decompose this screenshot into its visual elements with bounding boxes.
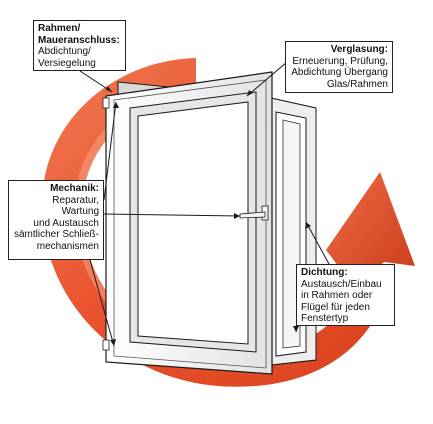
arrow-head [326, 172, 415, 288]
arrowhead-dichtung-top [305, 222, 311, 229]
leader-arrowheads [106, 86, 311, 346]
callout-mechanik-title: Mechanik: [50, 183, 99, 194]
callout-rahmen-title: Rahmen/ Maueranschluss: [38, 23, 120, 46]
leader-mechanik-handle [103, 213, 241, 217]
hinge-top [102, 97, 110, 109]
window-sash [102, 71, 273, 375]
leader-mechanik-bottom [89, 259, 115, 347]
callout-dichtung-body: Austausch/Einbau in Rahmen oder Flügel f… [301, 278, 382, 325]
callout-verglasung-title: Verglasung: [330, 44, 388, 55]
leader-mechanik-top [103, 101, 117, 201]
callout-verglasung: Verglasung: Erneuerung, Prüfung, Abdicht… [285, 41, 393, 93]
arrowhead-rahmen [106, 86, 112, 92]
glass-pane [137, 101, 249, 345]
callout-rahmen: Rahmen/ Maueranschluss: Abdichtung/ Vers… [33, 20, 126, 71]
leader-lines [79, 61, 330, 347]
arrowhead-mechanik-top [113, 102, 119, 108]
callout-mechanik: Mechanik: Reparatur, Wartung und Austaus… [8, 180, 104, 260]
window-handle [239, 205, 269, 221]
arrowhead-mechanik-bottom [110, 339, 116, 346]
circular-arrow [42, 58, 415, 387]
hinge-bottom [102, 339, 110, 351]
callout-verglasung-body: Erneuerung, Prüfung, Abdichtung Übergang… [291, 55, 388, 90]
callout-mechanik-body: Reparatur, Wartung und Austausch sämtlic… [13, 194, 99, 252]
leader-dichtung-top [305, 221, 330, 265]
callout-rahmen-body: Abdichtung/ Versiegelung [38, 46, 96, 69]
callout-dichtung-title: Dichtung: [301, 267, 348, 278]
arrowhead-mechanik-handle [234, 213, 240, 219]
leader-verglasung [246, 61, 288, 97]
arrowhead-verglasung [247, 90, 253, 96]
arrowhead-dichtung-bottom [293, 326, 299, 332]
callout-dichtung: Dichtung: Austausch/Einbau in Rahmen ode… [296, 264, 395, 326]
leader-rahmen [79, 70, 113, 93]
